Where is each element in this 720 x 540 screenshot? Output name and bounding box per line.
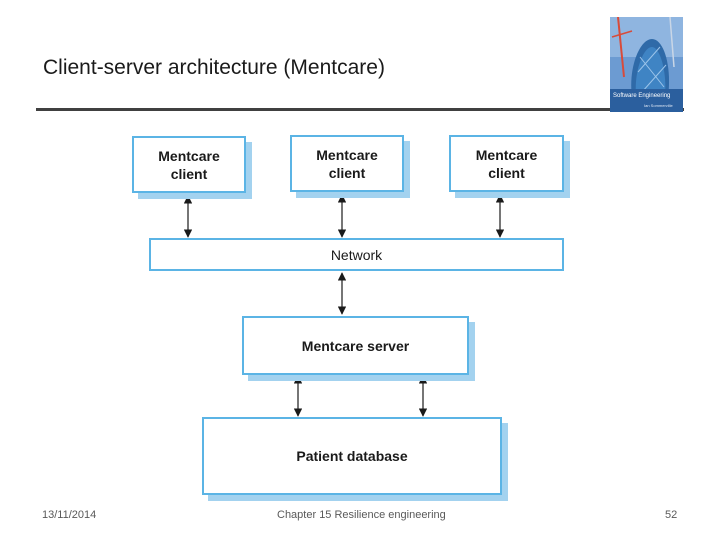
network-box: Network bbox=[149, 238, 564, 271]
client-label: Mentcare client bbox=[158, 147, 220, 182]
footer-date: 13/11/2014 bbox=[42, 509, 97, 521]
cover-title: Software Engineering bbox=[613, 93, 671, 99]
book-cover-image: Software Engineering Ian Sommerville bbox=[610, 17, 683, 112]
patient-database-box: Patient database bbox=[202, 417, 502, 495]
slide-title: Client-server architecture (Mentcare) bbox=[43, 56, 385, 79]
network-label: Network bbox=[330, 246, 383, 263]
mentcare-client-3: Mentcare client bbox=[449, 135, 564, 192]
mentcare-client-2: Mentcare client bbox=[290, 135, 404, 192]
building-illustration bbox=[610, 17, 683, 112]
cover-author: Ian Sommerville bbox=[644, 103, 673, 108]
client-label: Mentcare client bbox=[475, 146, 538, 181]
mentcare-server-box: Mentcare server bbox=[242, 316, 469, 375]
footer-page-number: 52 bbox=[665, 509, 678, 521]
title-divider bbox=[36, 108, 684, 111]
mentcare-client-1: Mentcare client bbox=[132, 136, 246, 193]
footer-chapter: Chapter 15 Resilience engineering bbox=[277, 509, 446, 521]
database-label: Patient database bbox=[296, 448, 408, 464]
client-label: Mentcare client bbox=[316, 146, 378, 181]
server-label: Mentcare server bbox=[301, 337, 410, 354]
